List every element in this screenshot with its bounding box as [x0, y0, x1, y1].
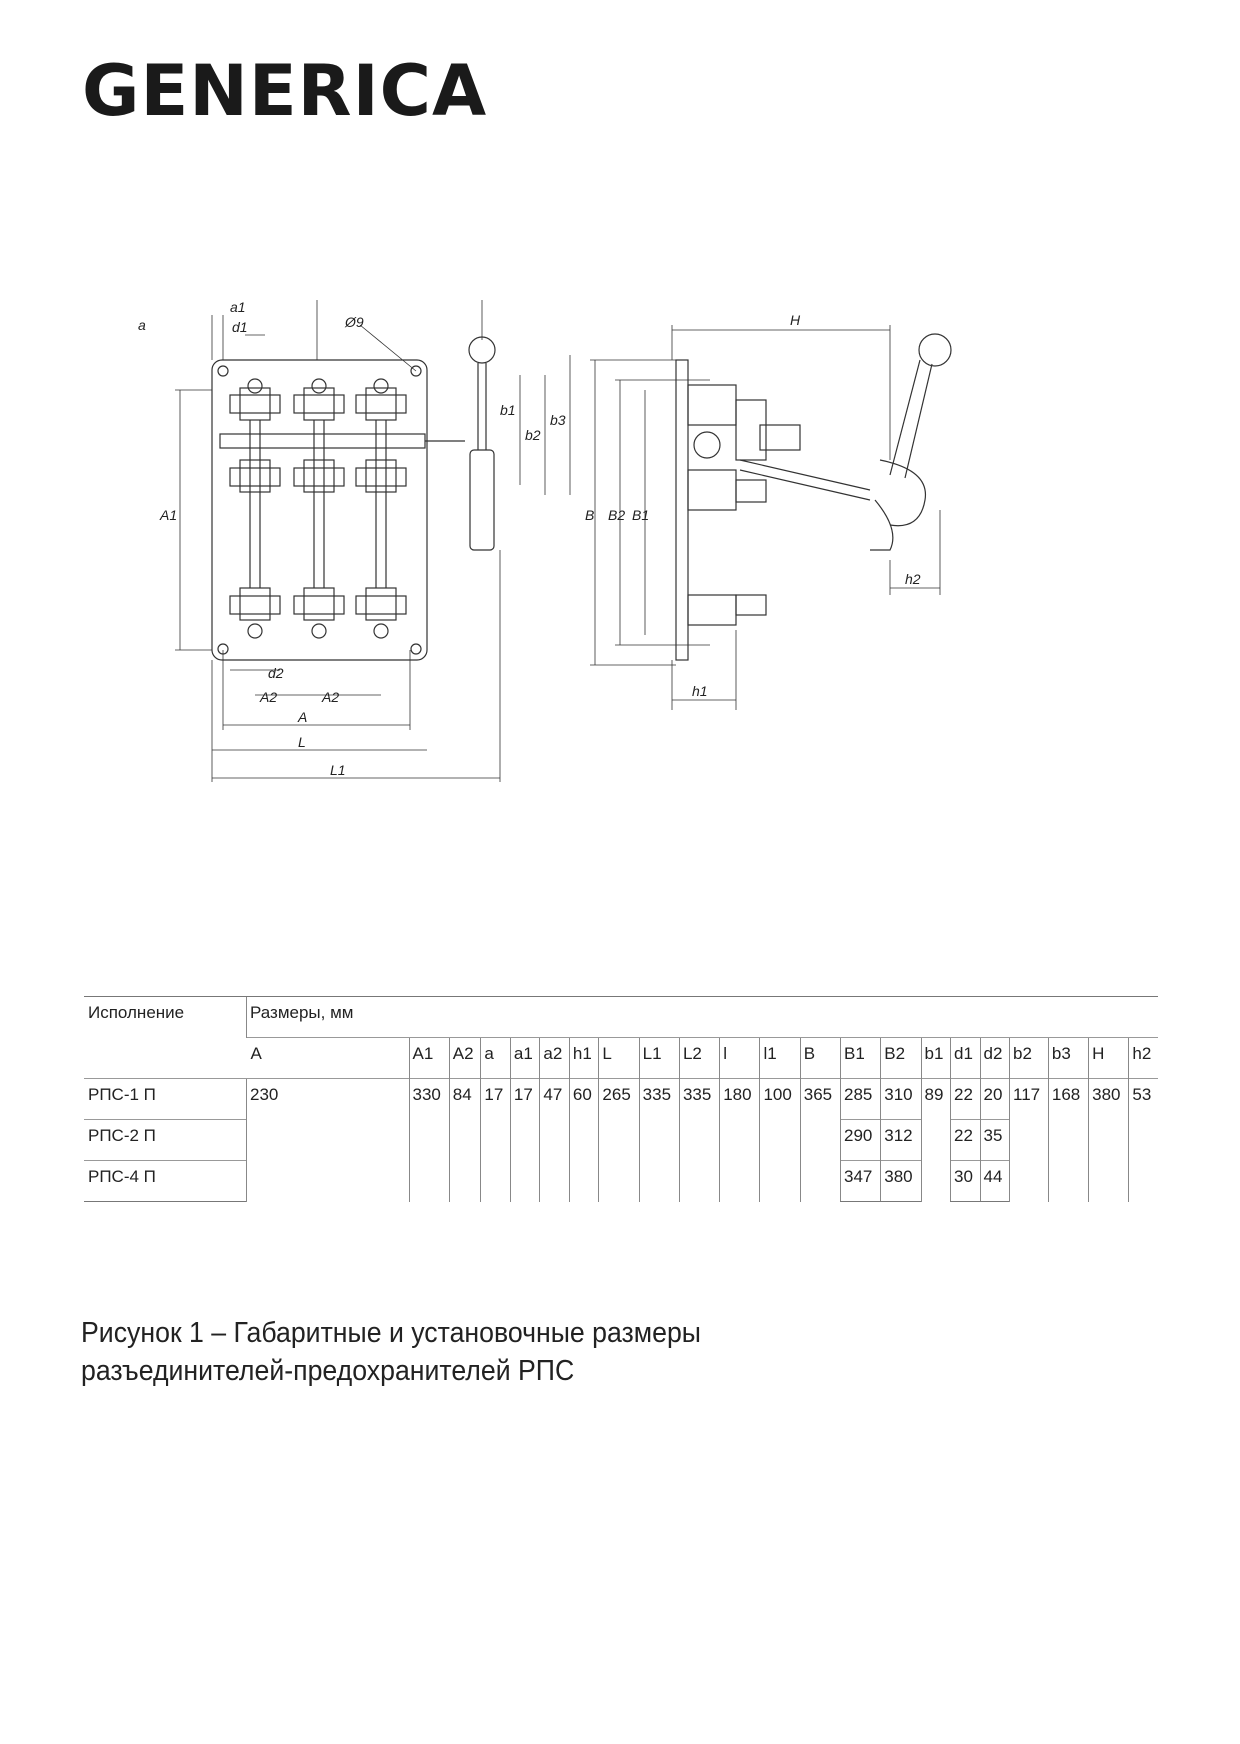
dim-B2: B2	[608, 507, 625, 523]
cell: 100	[759, 1078, 801, 1202]
dim-A2-right: A2	[321, 689, 339, 705]
col-header: A2	[448, 1037, 481, 1079]
col-header: h1	[568, 1037, 599, 1079]
cell: 89	[920, 1078, 951, 1202]
dim-h2: h2	[905, 571, 921, 587]
dim-b1: b1	[500, 402, 516, 418]
col-header: d2	[979, 1037, 1010, 1079]
cell: 35	[979, 1119, 1010, 1161]
col-header: H	[1088, 1037, 1129, 1079]
cell: 335	[678, 1078, 720, 1202]
dim-A2-left: A2	[259, 689, 277, 705]
col-header: l1	[759, 1037, 801, 1079]
cell: 230	[246, 1078, 409, 1202]
dim-A1: A1	[159, 507, 177, 523]
col-header: L1	[638, 1037, 680, 1079]
caption-line-2: разъединителей-предохранителей РПС	[81, 1355, 575, 1387]
dim-b3: b3	[550, 412, 566, 428]
col-header: b2	[1009, 1037, 1049, 1079]
figure-caption: Рисунок 1 – Габаритные и установочные ра…	[81, 1314, 701, 1390]
dim-B1: B1	[632, 507, 649, 523]
col-header: B2	[880, 1037, 922, 1079]
cell: 330	[408, 1078, 450, 1202]
dim-B: B	[585, 507, 594, 523]
col-header: h2	[1128, 1037, 1158, 1079]
cell: 117	[1009, 1078, 1049, 1202]
side-view: H B B2 B1 h1 h2	[585, 312, 952, 710]
col-header: L2	[678, 1037, 720, 1079]
dim-d2: d2	[268, 665, 284, 681]
row-name: РПС-1 П	[84, 1078, 247, 1120]
cell: 310	[880, 1078, 922, 1120]
col-header: a	[480, 1037, 511, 1079]
cell: 44	[979, 1160, 1010, 1202]
cell: 20	[979, 1078, 1010, 1120]
cell: 168	[1047, 1078, 1089, 1202]
row-name: РПС-2 П	[84, 1119, 247, 1161]
pole-1	[229, 378, 281, 639]
cell: 365	[799, 1078, 841, 1202]
col-header: b1	[920, 1037, 951, 1079]
cell: 30	[950, 1160, 981, 1202]
cell: 265	[598, 1078, 640, 1202]
col-header: L	[598, 1037, 640, 1079]
col-header: B	[799, 1037, 841, 1079]
col-header: a1	[509, 1037, 540, 1079]
col-header: A1	[408, 1037, 450, 1079]
dim-b2: b2	[525, 427, 541, 443]
caption-line-1: Рисунок 1 – Габаритные и установочные ра…	[81, 1317, 701, 1349]
dimensions-table: Исполнение Размеры, мм A A1 A2 a a1 a2 h…	[84, 996, 1158, 1202]
cell: 60	[568, 1078, 599, 1202]
dim-A: A	[297, 709, 307, 725]
pole-2	[293, 378, 345, 639]
col-header: l	[719, 1037, 760, 1079]
cell: 347	[839, 1160, 881, 1202]
cell: 84	[448, 1078, 481, 1202]
cell: 22	[950, 1078, 981, 1120]
cell: 17	[509, 1078, 540, 1202]
cell: 380	[880, 1160, 922, 1202]
front-view: l a1 a d1 Ø9 b1 b2 b3 A1 d2 A2 A2 A L L1	[138, 273, 571, 782]
dim-d1: d1	[232, 319, 248, 335]
cell: 22	[950, 1119, 981, 1161]
cell: 180	[719, 1078, 760, 1202]
dim-L1: L1	[330, 762, 346, 778]
cell: 47	[539, 1078, 570, 1202]
row-name: РПС-4 П	[84, 1160, 247, 1202]
dim-H: H	[790, 312, 801, 328]
cell: 335	[638, 1078, 680, 1202]
dim-d9: Ø9	[344, 314, 364, 330]
header-variant: Исполнение	[84, 996, 247, 1079]
technical-drawing: l a1 a d1 Ø9 b1 b2 b3 A1 d2 A2 A2 A L L1	[120, 273, 1080, 890]
col-header: a2	[539, 1037, 570, 1079]
dim-L: L	[298, 734, 306, 750]
cell: 312	[880, 1119, 922, 1161]
cell: 380	[1088, 1078, 1129, 1202]
dim-h1: h1	[692, 683, 708, 699]
cell: 53	[1128, 1078, 1158, 1202]
brand-logo: GENERICA	[82, 50, 488, 132]
col-header: A	[246, 1037, 409, 1079]
dim-a: a	[138, 317, 146, 333]
cell: 290	[839, 1119, 881, 1161]
header-dimensions: Размеры, мм	[246, 996, 1158, 1038]
cell: 17	[480, 1078, 511, 1202]
col-header: b3	[1047, 1037, 1089, 1079]
col-header: d1	[950, 1037, 981, 1079]
pole-3	[355, 378, 407, 639]
base-plate	[211, 359, 428, 661]
col-header: B1	[839, 1037, 881, 1079]
dim-a1: a1	[230, 300, 246, 315]
cell: 285	[839, 1078, 881, 1120]
